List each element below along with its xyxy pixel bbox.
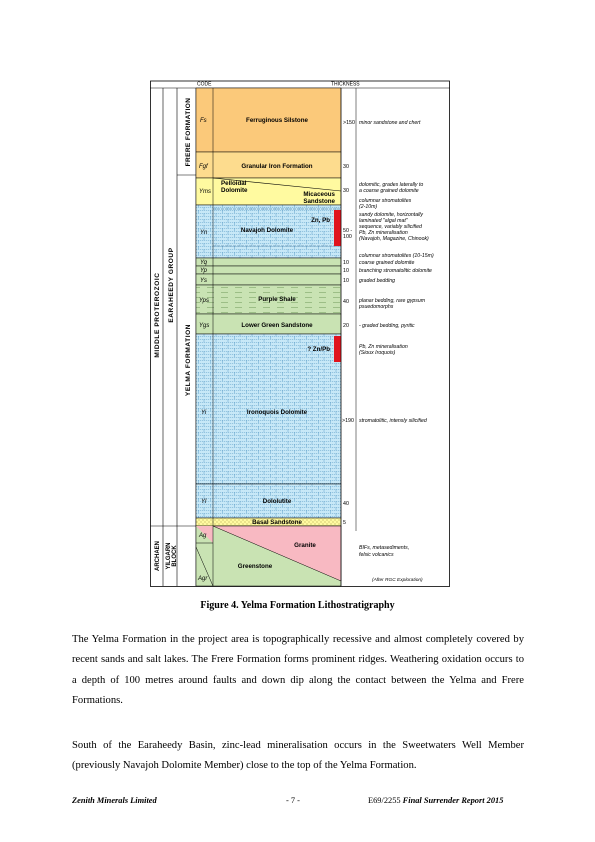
label-middle-proterozoic: MIDDLE PROTEROZOIC [154, 272, 161, 357]
code-yps: Yps [199, 298, 209, 304]
note-yms-2: a coarse grained dolomite [359, 188, 419, 194]
thickness-yps: 40 [343, 299, 349, 305]
code-yi: Yi [201, 410, 207, 416]
note-yp: branching stromatolitic dolomite [359, 268, 432, 274]
footer-page-number: - 7 - [286, 796, 300, 805]
footer-company: Zenith Minerals Limited [72, 796, 157, 805]
note-yi-1: Pb, Zn mineralisation [359, 344, 408, 350]
mineral-zn-pb: Zn, Pb [311, 217, 330, 224]
unit-navajoh-dolomite: Navajoh Dolomite [241, 227, 294, 234]
unit-micaceous: Micaceous [303, 191, 335, 198]
note-yps-2: psuedomorphs [358, 304, 394, 310]
lithostratigraphy-figure: CODE THICKNESS MIDDLE PROTEROZOIC EARAHE… [150, 80, 450, 587]
note-archaen-1: BIFs, metasediments, [359, 545, 409, 551]
unit-basal-sandstone: Basal Sandstone [252, 519, 302, 526]
note-yn-1: columnar stromatolites [359, 198, 412, 204]
paragraph-1: The Yelma Formation in the project area … [72, 634, 524, 707]
unit-granite: Granite [294, 542, 316, 549]
note-archaen-2: felsic volcanics [359, 552, 394, 558]
unit-pelloidal: Pelloidal [221, 180, 247, 187]
code-ygs: Ygs [199, 323, 209, 329]
code-yq: Yq [200, 260, 208, 266]
figure-caption: Figure 4. Yelma Formation Lithostratigra… [200, 600, 395, 611]
unit-greenstone: Greenstone [238, 563, 273, 570]
label-yilgarn-block-1: YILGARN [166, 543, 172, 570]
note-fs: minor sandstone and chert [359, 120, 421, 126]
paragraph-2: South of the Earaheedy Basin, zinc-lead … [72, 740, 524, 772]
footer-report-name: Final Surrender Report 2015 [402, 796, 504, 805]
unit-ironoquois-dolomite: Ironoquois Dolomite [247, 409, 308, 416]
thickness-yms: 30 [343, 188, 349, 194]
code-yp: Yp [200, 268, 208, 274]
note-yq-2: coarse grained dolomite [359, 260, 414, 266]
note-yn-5: sequence, variably silicified [359, 224, 423, 230]
code-ys: Ys [200, 278, 207, 284]
thickness-yq: 10 [343, 260, 349, 266]
code-yn: Yn [200, 230, 208, 236]
code-yms: Yms [199, 189, 211, 195]
footer-tenement: E69/2255 [368, 796, 403, 805]
note-yi-3: stromatolitic, intensly silicified [359, 418, 428, 424]
label-archaen: ARCHAEN [155, 541, 161, 571]
note-yq-1: columnar stromatolites (10-15m) [359, 253, 434, 259]
code-agr: Agr [197, 576, 208, 582]
label-earaheedy-group: EARAHEEDY GROUP [168, 247, 175, 322]
unit-sandstone: Sandstone [303, 198, 335, 205]
thickness-yn-2: 100 [343, 234, 352, 240]
figure-credit: (After RGC Exploration) [372, 577, 423, 583]
thickness-basal: 5 [343, 520, 346, 526]
note-yn-3: sandy dolomite, horizontally [359, 212, 423, 218]
note-yi-2: (Sioux Iroquois) [359, 350, 396, 356]
code-ag: Ag [198, 533, 207, 539]
note-ygs: - graded bedding, pyritic [359, 323, 415, 329]
unit-granular-iron-formation: Granular Iron Formation [241, 163, 312, 170]
note-yms-1: dolomitic, grades laterally to [359, 182, 423, 188]
header-thickness: THICKNESS [331, 82, 360, 88]
unit-lower-green-sandstone: Lower Green Sandstone [241, 322, 313, 329]
thickness-ys: 10 [343, 278, 349, 284]
code-fs: Fs [200, 118, 207, 124]
thickness-yi: >190 [342, 418, 354, 424]
label-yilgarn-block-2: BLOCK [172, 545, 178, 567]
code-yl: Yl [201, 499, 207, 505]
thickness-yn-1: 50 - [343, 228, 352, 234]
thickness-ygs: 20 [343, 323, 349, 329]
note-yn-7: (Navajoh, Magazine, Chinook) [359, 236, 429, 242]
note-ys: graded bedding [359, 278, 395, 284]
note-yn-4: laminated "algal mat" [359, 218, 409, 224]
unit-dololutite: Dololutite [263, 498, 292, 505]
label-yelma-formation: YELMA FORMATION [185, 324, 192, 396]
thickness-fs: >150 [343, 120, 355, 126]
thickness-yp: 10 [343, 268, 349, 274]
label-frere-formation: FRERE FORMATION [185, 98, 192, 167]
note-yn-2: (2-10m) [359, 204, 377, 210]
unit-ferruginous-silstone: Ferruginous Silstone [246, 117, 308, 124]
footer-report-title: E69/2255 Final Surrender Report 2015 [368, 796, 503, 805]
unit-dolomite: Dolomite [221, 187, 248, 194]
thickness-yl: 40 [343, 501, 349, 507]
mineral-zn-pb-query: ? Zn/Pb [307, 346, 330, 353]
note-yn-6: Pb, Zn mineralisation [359, 230, 408, 236]
thickness-fgf: 30 [343, 164, 349, 170]
unit-purple-shale: Purple Shale [258, 296, 296, 303]
code-fgf: Fgf [199, 164, 209, 170]
header-code: CODE [197, 82, 212, 88]
note-yps-1: planar bedding, rare gypsum [358, 298, 426, 304]
